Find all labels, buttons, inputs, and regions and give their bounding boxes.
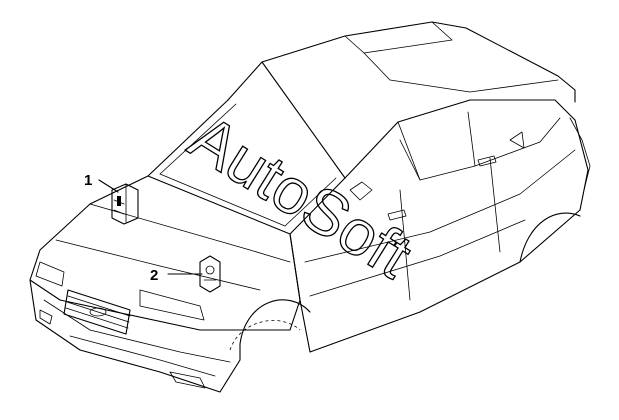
car-body — [29, 21, 591, 393]
callout-1-label: 1 — [84, 172, 92, 189]
component-2-sensor — [199, 255, 221, 293]
callout-1-leader — [98, 179, 119, 193]
component-1-relay-block — [111, 183, 139, 225]
callout-2-label: 2 — [150, 267, 158, 284]
